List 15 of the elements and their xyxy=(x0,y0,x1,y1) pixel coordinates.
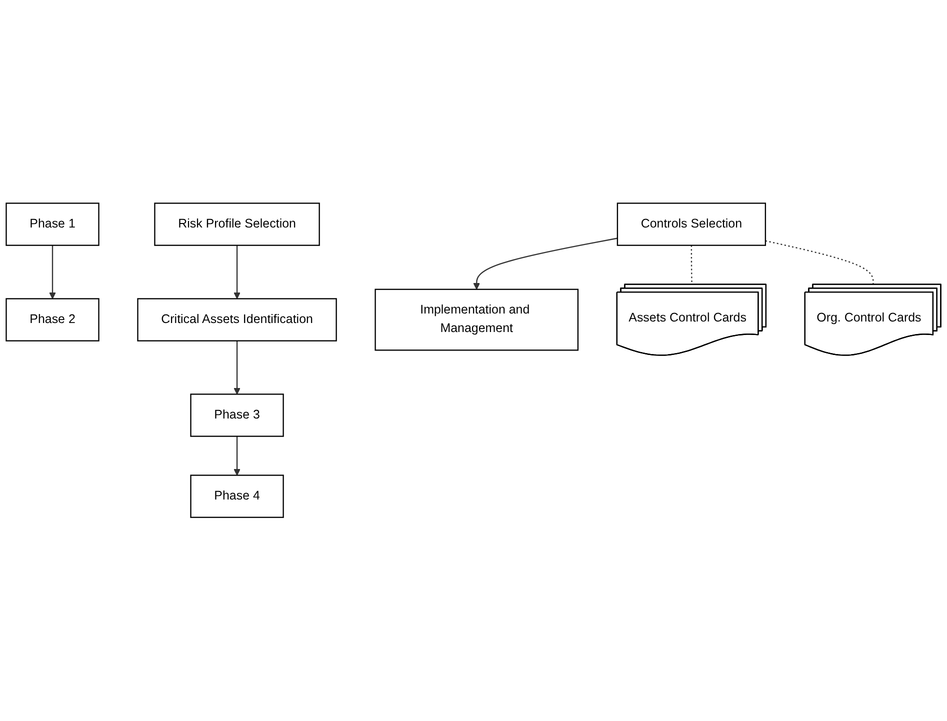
arrow xyxy=(234,341,240,395)
node-box: Implementation and Management xyxy=(374,288,579,351)
node-box: Phase 4 xyxy=(190,474,284,518)
connector xyxy=(690,246,692,285)
node-box: Phase 3 xyxy=(190,394,284,438)
node-box: Controls Selection xyxy=(616,202,766,246)
node-box: Phase 1 xyxy=(6,202,100,246)
node-box: Risk Profile Selection xyxy=(154,202,320,246)
arrow xyxy=(234,246,240,300)
arrow xyxy=(49,246,56,300)
arrow xyxy=(234,436,240,476)
node-box: Critical Assets Identification xyxy=(137,298,337,342)
node-box: Phase 2 xyxy=(6,298,100,342)
connector xyxy=(765,240,874,285)
arrow xyxy=(473,238,618,290)
